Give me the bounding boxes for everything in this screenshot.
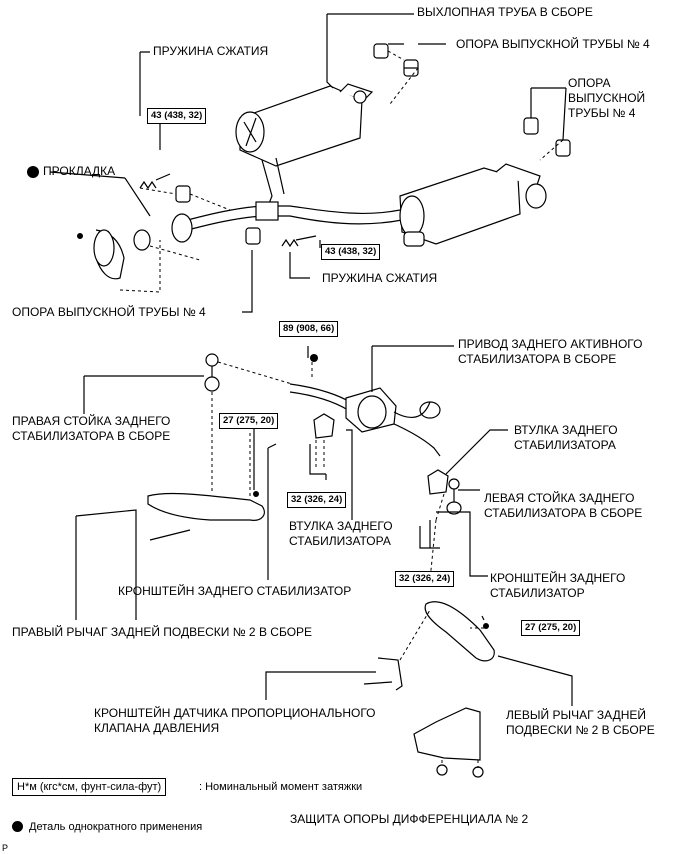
left-muffler [399,163,547,247]
label-stabilizer-bracket-left: КРОНШТЕЙН ЗАДНЕГО СТАБИЛИЗАТОР [118,584,352,598]
torque-spec: 43 (438, 32) [147,108,207,124]
label-compression-spring-top: ПРУЖИНА СЖАТИЯ [153,44,269,58]
support-4-e [175,185,191,203]
label-left-suspension-arm: ЛЕВЫЙ РЫЧАГ ЗАДНЕЙ ПОДВЕСКИ № 2 В СБОРЕ [506,708,655,737]
label-stabilizer-bushing-center: ВТУЛКА ЗАДНЕГО СТАБИЛИЗАТОРА [289,519,393,548]
support-4-f [245,227,261,245]
torque-spec: 89 (908, 66) [279,321,339,337]
spring-bottom [281,238,299,248]
label-rear-active-stabilizer: ПРИВОД ЗАДНЕГО АКТИВНОГО СТАБИЛИЗАТОРА В… [458,337,643,366]
label-left-stabilizer-link: ЛЕВАЯ СТОЙКА ЗАДНЕГО СТАБИЛИЗАТОРА В СБО… [484,491,643,520]
label-gasket: ПРОКЛАДКА [43,164,116,178]
bushing-right [427,469,449,495]
page-mark: P [2,843,9,853]
label-sensor-bracket: КРОНШТЕЙН ДАТЧИКА ПРОПОРЦИОНАЛЬНОГО КЛАП… [94,706,376,735]
exhaust-y-pipe [179,205,403,233]
torque-spec: 27 (275, 20) [521,620,581,636]
support-4-c [523,117,539,135]
bolt-top [155,173,171,181]
support-4-a [373,43,389,59]
single-use-marker [27,166,39,178]
legend-single-use: Деталь однократного применения [29,821,203,833]
left-suspension-arm [424,601,495,662]
front-flange [171,213,193,243]
pipe-joint [255,201,279,221]
right-suspension-arm [147,492,265,521]
bushing-center [313,413,335,439]
nut-icon [483,623,489,629]
label-support4-right: ОПОРА ВЫПУСКНОЙ ТРУБЫ № 4 [568,76,646,120]
pressure-sensor-bracket [363,657,403,691]
spring-top [139,180,157,190]
label-support4-bottom: ОПОРА ВЫПУСКНОЙ ТРУБЫ № 4 [12,305,206,319]
nut-icon [253,491,259,497]
legend-torque-text: : Номинальный момент затяжки [199,781,363,793]
torque-spec: 43 (438, 32) [321,244,381,260]
label-right-stabilizer-link: ПРАВАЯ СТОЙКА ЗАДНЕГО СТАБИЛИЗАТОРА В СБ… [12,414,171,443]
bolt-bottom [295,235,317,241]
right-muffler [235,83,374,167]
label-stabilizer-bushing-right: ВТУЛКА ЗАДНЕГО СТАБИЛИЗАТОРА [514,423,618,452]
label-support4-top: ОПОРА ВЫПУСКНОЙ ТРУБЫ № 4 [456,37,650,51]
legend-torque-unit: Н*м (кгс*см, фунт-сила-фут) [12,778,167,796]
nut-icon [310,354,318,362]
torque-spec: 27 (275, 20) [219,413,279,429]
label-diff-support-guard: ЗАЩИТА ОПОРЫ ДИФФЕРЕНЦИАЛА № 2 [290,812,529,826]
left-stabilizer-link [446,478,462,515]
right-stabilizer-link [204,353,220,392]
torque-spec: 32 (326, 24) [287,492,347,508]
active-stabilizer-actuator [345,387,441,433]
single-use-legend-icon [12,821,23,832]
label-right-suspension-arm: ПРАВЫЙ РЫЧАГ ЗАДНЕЙ ПОДВЕСКИ № 2 В СБОРЕ [12,625,313,639]
nut-icon [77,233,83,239]
gasket-ring [133,229,151,251]
differential-guard [413,707,481,761]
support-4-d [555,139,571,157]
label-compression-spring-bottom: ПРУЖИНА СЖАТИЯ [322,271,438,285]
label-stabilizer-bracket-right: КРОНШТЕЙН ЗАДНЕГО СТАБИЛИЗАТОР [490,571,626,600]
torque-spec: 32 (326, 24) [395,571,455,587]
label-exhaust-pipe-assy: ВЫХЛОПНАЯ ТРУБА В СБОРЕ [417,5,593,19]
